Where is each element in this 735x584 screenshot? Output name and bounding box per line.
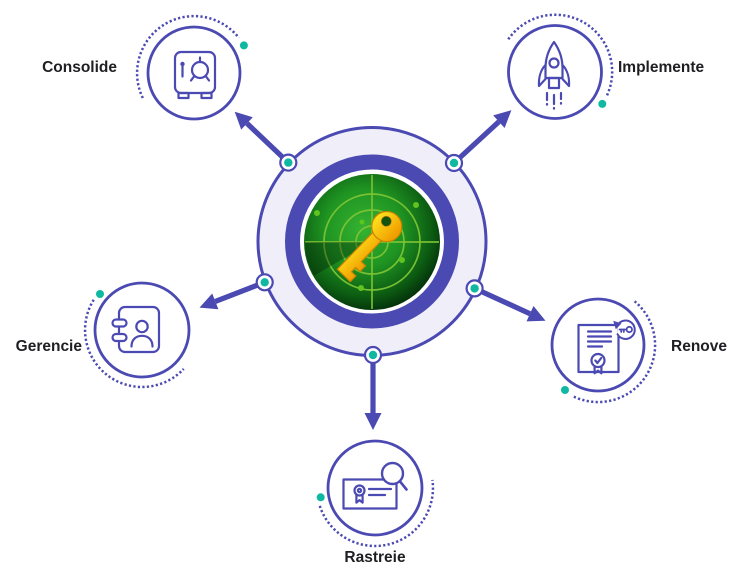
teal-accent-dot bbox=[239, 41, 248, 50]
node-label-gerencie: Gerencie bbox=[15, 338, 82, 355]
node-implemente bbox=[507, 13, 614, 120]
node-gerencie bbox=[83, 281, 191, 389]
arrow-gerencie bbox=[199, 279, 266, 310]
key-icon bbox=[336, 211, 403, 283]
certificate-magnifier-icon bbox=[342, 461, 408, 510]
dotted-arc bbox=[83, 299, 185, 389]
teal-accent-dot bbox=[96, 290, 104, 298]
connector-dot bbox=[279, 153, 298, 172]
node-rastreie bbox=[316, 439, 435, 548]
teal-accent-dot bbox=[316, 493, 325, 502]
rocket-icon bbox=[537, 40, 571, 110]
node-circle bbox=[146, 25, 242, 121]
node-label-implemente: Implemente bbox=[618, 59, 705, 76]
teal-accent-dot bbox=[598, 99, 607, 108]
dotted-arc bbox=[318, 479, 435, 548]
connector-dot bbox=[444, 153, 464, 173]
connector-dot bbox=[465, 279, 484, 298]
connector-dot bbox=[363, 345, 383, 365]
node-label-rastreie: Rastreie bbox=[344, 549, 406, 566]
node-renove bbox=[550, 297, 657, 404]
node-circle bbox=[93, 281, 191, 379]
node-circle bbox=[507, 24, 603, 120]
arrow-consolide bbox=[234, 111, 291, 165]
dotted-arc bbox=[571, 300, 657, 404]
node-label-consolide: Consolide bbox=[42, 59, 117, 76]
arrow-rastreie bbox=[364, 355, 382, 430]
node-consolide bbox=[135, 14, 248, 121]
node-label-renove: Renove bbox=[671, 338, 727, 355]
radar-key-icon bbox=[304, 174, 440, 310]
connector-dot bbox=[255, 273, 274, 292]
node-circle bbox=[550, 297, 646, 393]
teal-accent-dot bbox=[561, 386, 569, 394]
certificate-renew-key-icon bbox=[577, 319, 636, 375]
central-hub bbox=[199, 110, 546, 430]
dotted-arc bbox=[135, 14, 240, 99]
hub-connector-dots bbox=[255, 153, 484, 365]
dotted-arc bbox=[507, 13, 614, 97]
safe-icon bbox=[173, 50, 217, 100]
arrow-renove bbox=[473, 286, 546, 322]
contacts-book-icon bbox=[111, 305, 161, 354]
renew-key-badge bbox=[613, 319, 636, 340]
arrow-implemente bbox=[452, 110, 512, 165]
